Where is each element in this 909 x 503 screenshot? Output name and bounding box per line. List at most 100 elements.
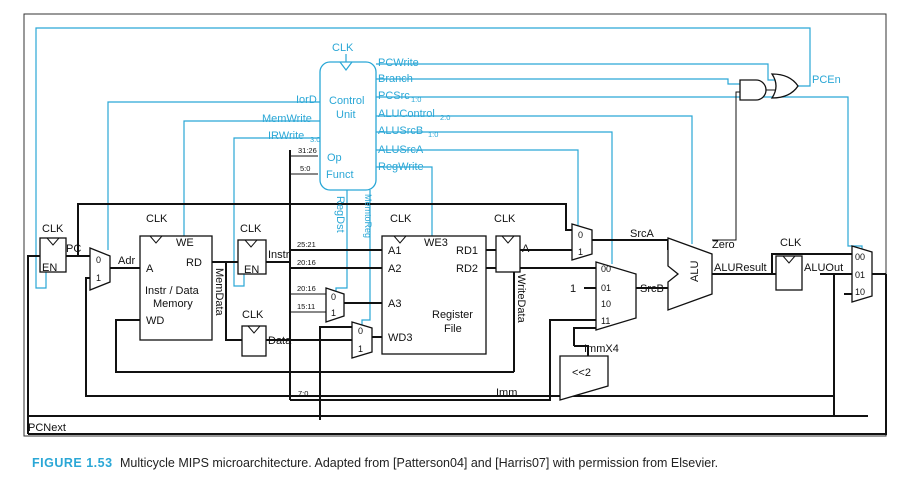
instr-clk-label: CLK [240,223,262,235]
regwrite-label: RegWrite [378,161,424,173]
alucontrol-sub: 2:0 [440,113,450,122]
pcsrc-mux: 00 01 10 [851,245,886,303]
data-label: Data [268,335,292,347]
rf-a2-label: A2 [388,263,401,275]
instr-en-label: EN [244,264,259,276]
zero-label: Zero [712,239,735,251]
field-20-16: 20:16 [297,258,316,267]
caption-text: Multicycle MIPS microarchitecture. Adapt… [120,456,719,470]
irwrite-sub: 3:0 [310,135,320,144]
instr-fields: 31:26 5:0 25:21 20:16 20:16 15:11 7:0 [297,146,317,398]
memtoreg-label: MemtoReg [363,194,373,238]
srcb-mux-11: 11 [601,316,610,326]
rf-a1-label: A1 [388,245,401,257]
rf-we3-label: WE3 [424,237,448,249]
mem-clk-label: CLK [146,213,168,225]
pc-register: CLK EN PC [39,223,81,274]
srca-mux-0: 0 [578,230,583,240]
srcb-label: SrcB [640,283,664,295]
alu-label: ALU [689,261,701,282]
pcsrc-label: PCSrc [378,90,410,102]
immx4-label: ImmX4 [584,343,619,355]
pc-clk-label: CLK [42,223,64,235]
or-gate [770,73,799,99]
adr-label: Adr [118,255,135,267]
pcwrite-label: PCWrite [378,57,419,69]
memtoreg-mux: 0 1 [351,321,373,359]
irwrite-label: IRWrite [268,130,304,142]
mem-rd-label: RD [186,257,202,269]
shift-label: <<2 [572,367,591,379]
regdst-label: RegDst [334,196,346,233]
alusrca-label: ALUSrcA [378,144,424,156]
rf-title: Register [432,309,473,321]
rf-wd3-label: WD3 [388,332,412,344]
srcb-mux: 00 01 10 11 1 SrcB [570,261,664,331]
mem-title-2: Memory [153,298,193,310]
memtoreg-mux-0: 0 [358,326,363,336]
memwrite-label: MemWrite [262,113,312,125]
pcen-label: PCEn [812,74,841,86]
diagram-frame [23,13,887,437]
register-file: CLK WE3 A1 A2 A3 WD3 RD1 RD2 Register Fi… [381,213,487,355]
rf-title-2: File [444,323,462,335]
rf-a3-label: A3 [388,298,401,310]
memtoreg-mux-1: 1 [358,344,363,354]
alucontrol-label: ALUControl [378,108,435,120]
const-one-label: 1 [570,283,576,295]
alu: ALU Zero ALUResult [667,237,767,311]
mem-title: Instr / Data [145,285,200,297]
mem-we-label: WE [176,237,194,249]
srca-mux-1: 1 [578,247,583,257]
pcsrc-mux-00: 00 [855,252,865,262]
imm-label: Imm [496,387,517,399]
field-20-16-mux: 20:16 [297,284,316,293]
pcsrc-mux-01: 01 [855,270,865,280]
pc-en-label: EN [42,262,57,274]
funct-label: Funct [326,169,354,181]
a-label: A [522,243,530,255]
adr-mux: 0 1 Adr [89,247,135,291]
a-register: CLK A WriteData [494,213,530,324]
adr-mux-0: 0 [96,255,101,265]
field-25-21: 25:21 [297,240,316,249]
branch-label: Branch [378,73,413,85]
instr-data-memory: CLK WE A RD Instr / Data Memory WD MemDa… [139,213,225,341]
pcen-logic: PCEn [739,73,841,101]
memdata-label: MemData [213,268,225,317]
control-unit-title-2: Unit [336,109,356,121]
figure-caption: FIGURE 1.53 Multicycle MIPS microarchite… [32,456,718,470]
control-unit: CLK Control Unit Op Funct IorD MemWrite … [262,42,450,238]
mem-a-label: A [146,263,154,275]
a-clk-label: CLK [494,213,516,225]
pcsrc-sub: 1:0 [411,95,421,104]
pcsrc-mux-10: 10 [855,287,865,297]
aluout-label: ALUOut [804,262,843,274]
datapath-wires [27,91,887,435]
srcb-mux-10: 10 [601,299,611,309]
data-clk-label: CLK [242,309,264,321]
and-gate [739,79,767,101]
control-unit-title: Control [329,95,364,107]
rf-clk-label: CLK [390,213,412,225]
srcb-mux-01: 01 [601,283,611,293]
regdst-mux: 0 1 [325,287,345,323]
op-label: Op [327,152,342,164]
field-31-26: 31:26 [298,146,317,155]
writedata-label: WriteData [515,274,527,324]
iord-label: IorD [296,94,317,106]
instr-register: CLK EN Instr [237,223,290,276]
data-register: CLK Data [241,309,292,357]
srca-mux: 0 1 SrcA [571,223,655,261]
aluout-register: CLK ALUOut [775,237,843,291]
srcb-mux-00: 00 [601,264,611,274]
aluresult-label: ALUResult [714,262,767,274]
rf-rd1-label: RD1 [456,245,478,257]
pc-label: PC [66,243,81,255]
pcnext-label: PCNext [28,422,66,434]
srca-label: SrcA [630,228,655,240]
field-5-0: 5:0 [300,164,310,173]
field-15-11: 15:11 [297,302,315,311]
adr-mux-1: 1 [96,273,101,283]
instr-label: Instr [268,249,290,261]
